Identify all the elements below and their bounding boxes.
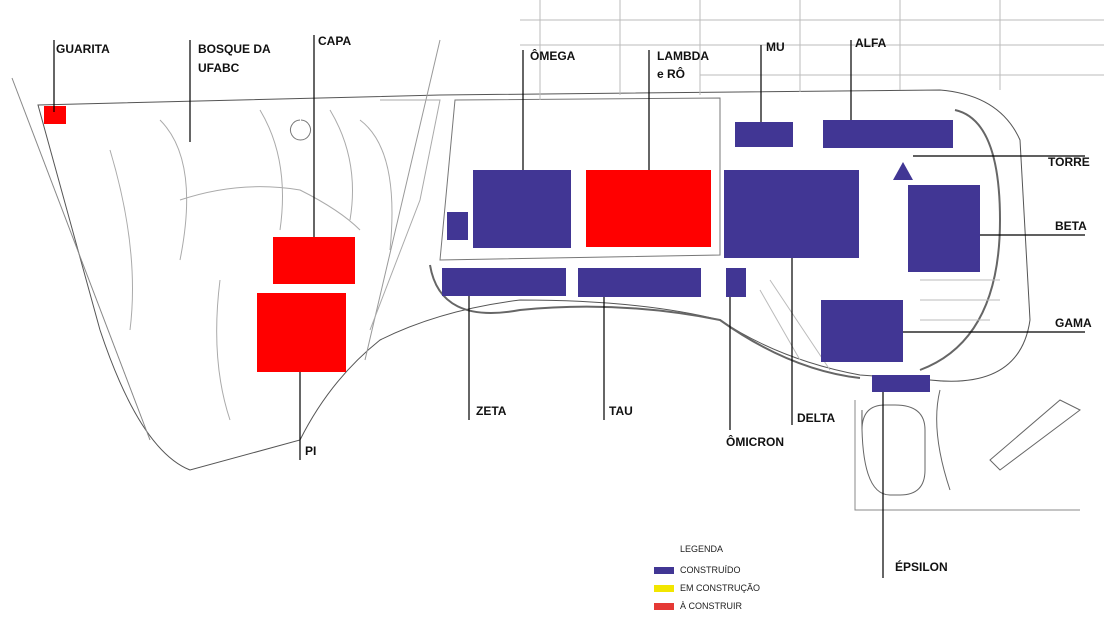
building-alfa[interactable] xyxy=(823,120,953,148)
building-torre[interactable] xyxy=(893,162,913,180)
label-lambda-line2: e RÔ xyxy=(657,67,686,81)
legend-item-built: CONSTRUÍDO xyxy=(654,561,760,579)
building-zeta[interactable] xyxy=(442,268,566,296)
building-gama[interactable] xyxy=(821,300,903,362)
building-omega-annex[interactable] xyxy=(447,212,468,240)
building-omicron[interactable] xyxy=(726,268,746,297)
legend-label-to-build: À CONSTRUIR xyxy=(680,601,743,611)
legend: LEGENDA CONSTRUÍDO EM CONSTRUÇÃO À CONST… xyxy=(654,544,760,615)
legend-swatch-to-build xyxy=(654,602,674,610)
legend-swatch-built xyxy=(654,566,674,574)
label-beta: BETA xyxy=(1055,219,1087,233)
legend-item-under-construction: EM CONSTRUÇÃO xyxy=(654,579,760,597)
building-omega[interactable] xyxy=(473,170,571,248)
label-omicron: ÔMICRON xyxy=(726,435,784,449)
building-beta[interactable] xyxy=(908,185,980,272)
building-tau[interactable] xyxy=(578,268,701,297)
building-delta[interactable] xyxy=(724,170,859,258)
label-capa: CAPA xyxy=(318,34,352,48)
label-tau: TAU xyxy=(609,404,633,418)
legend-swatch-under-construction xyxy=(654,584,674,592)
label-epsilon: ÉPSILON xyxy=(895,560,948,574)
label-gama: GAMA xyxy=(1055,316,1092,330)
building-guarita[interactable] xyxy=(44,106,66,124)
label-bosque-line2: UFABC xyxy=(198,61,240,75)
building-capa[interactable] xyxy=(273,237,355,284)
building-lambda-ro[interactable] xyxy=(586,170,711,247)
label-omega: ÔMEGA xyxy=(530,49,576,63)
label-bosque-line1: BOSQUE DA xyxy=(198,42,271,56)
building-pi[interactable] xyxy=(257,293,346,372)
building-mu[interactable] xyxy=(735,122,793,147)
building-epsilon[interactable] xyxy=(872,375,930,392)
label-lambda-line1: LAMBDA xyxy=(657,49,709,63)
leader-lines xyxy=(53,35,1085,578)
label-delta: DELTA xyxy=(797,411,836,425)
legend-item-to-build: À CONSTRUIR xyxy=(654,597,760,615)
label-mu: MU xyxy=(766,40,785,54)
label-alfa: ALFA xyxy=(855,36,887,50)
legend-title: LEGENDA xyxy=(680,544,724,554)
label-guarita: GUARITA xyxy=(56,42,110,56)
label-torre: TORRE xyxy=(1048,155,1090,169)
site-outline xyxy=(11,0,1104,511)
legend-label-under-construction: EM CONSTRUÇÃO xyxy=(680,583,761,593)
label-zeta: ZETA xyxy=(476,404,507,418)
label-pi: PI xyxy=(305,444,317,458)
legend-label-built: CONSTRUÍDO xyxy=(680,565,741,575)
